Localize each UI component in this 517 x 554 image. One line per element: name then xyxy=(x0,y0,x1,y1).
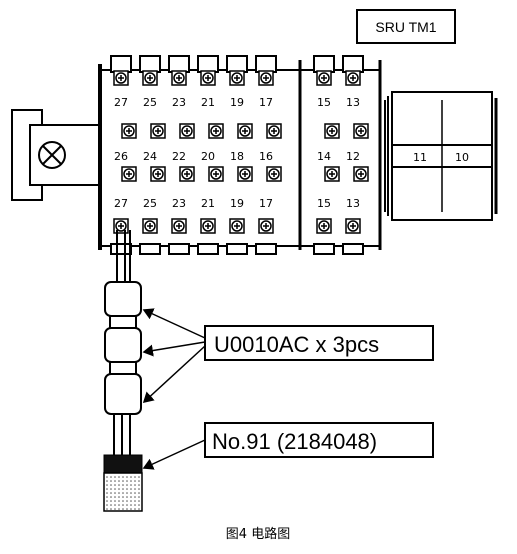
terminal-label: 17 xyxy=(259,197,273,210)
screw-terminal-icon[interactable] xyxy=(324,166,340,182)
screw-terminal-icon[interactable] xyxy=(200,218,216,234)
terminal-label: 22 xyxy=(172,150,186,163)
terminal-label: 24 xyxy=(143,150,157,163)
connector-2 xyxy=(104,327,142,363)
title-box-label: SRU TM1 xyxy=(375,19,436,35)
screw-terminal-icon[interactable] xyxy=(237,123,253,139)
terminal-label: 27 xyxy=(114,197,128,210)
screw-terminal-icon[interactable] xyxy=(113,70,129,86)
screw-terminal-icon[interactable] xyxy=(150,166,166,182)
lamp-icon xyxy=(38,141,66,169)
terminal-label: 26 xyxy=(114,150,128,163)
screw-terminal-icon[interactable] xyxy=(200,70,216,86)
connector-callout-label: U0010AC x 3pcs xyxy=(214,332,379,357)
terminal-label-11: 11 xyxy=(413,151,427,164)
screw-terminal-icon[interactable] xyxy=(229,218,245,234)
screw-terminal-icon[interactable] xyxy=(208,123,224,139)
connector-callout-box xyxy=(204,325,434,361)
terminal-label-10: 10 xyxy=(455,151,469,164)
screw-terminal-icon[interactable] xyxy=(258,218,274,234)
terminal-label: 17 xyxy=(259,96,273,109)
screw-terminal-icon[interactable] xyxy=(179,166,195,182)
terminal-label: 20 xyxy=(201,150,215,163)
terminal-label: 14 xyxy=(317,150,331,163)
terminal-label: 19 xyxy=(230,96,244,109)
right-block-ribs xyxy=(384,96,498,216)
terminal-label: 21 xyxy=(201,96,215,109)
screw-terminal-icon[interactable] xyxy=(179,123,195,139)
screw-terminal-icon[interactable] xyxy=(229,70,245,86)
cable-end-texture xyxy=(106,476,140,510)
cable-assembly xyxy=(103,230,143,512)
connector-3 xyxy=(104,373,142,415)
screw-terminal-icon[interactable] xyxy=(171,70,187,86)
terminal-label: 27 xyxy=(114,96,128,109)
terminal-label: 16 xyxy=(259,150,273,163)
terminal-labels: 27 25 23 21 19 17 15 13 26 24 22 20 18 16 14 12 27 25 23 21… xyxy=(114,96,360,210)
screw-terminal-icon[interactable] xyxy=(113,218,129,234)
terminal-label: 25 xyxy=(143,96,157,109)
screw-terminal-icon[interactable] xyxy=(142,70,158,86)
screw-terminal-icon[interactable] xyxy=(121,166,137,182)
screw-terminal-icon[interactable] xyxy=(345,218,361,234)
screw-terminal-icon[interactable] xyxy=(150,123,166,139)
screw-terminal-icon[interactable] xyxy=(345,70,361,86)
part-callout-box xyxy=(204,422,434,458)
terminal-label: 25 xyxy=(143,197,157,210)
terminal-label: 23 xyxy=(172,197,186,210)
terminal-block-middle xyxy=(299,69,381,247)
title-box xyxy=(356,9,456,44)
screw-terminal-icon[interactable] xyxy=(142,218,158,234)
screw-terminal-icon[interactable] xyxy=(353,123,369,139)
screw-terminal-icon[interactable] xyxy=(353,166,369,182)
screw-terminal-icon[interactable] xyxy=(266,123,282,139)
part-callout-label: No.91 (2184048) xyxy=(212,429,377,454)
terminal-label: 21 xyxy=(201,197,215,210)
terminal-label: 13 xyxy=(346,197,360,210)
screw-terminal-icon[interactable] xyxy=(316,70,332,86)
screw-terminal-icon[interactable] xyxy=(171,218,187,234)
terminal-label: 13 xyxy=(346,96,360,109)
screw-terminal-icon[interactable] xyxy=(258,70,274,86)
terminal-label: 15 xyxy=(317,197,331,210)
cable-sleeve xyxy=(103,454,143,474)
figure-caption: 图4 电路图 xyxy=(226,526,290,542)
screw-terminal-icon[interactable] xyxy=(208,166,224,182)
terminal-label: 15 xyxy=(317,96,331,109)
connector-1 xyxy=(104,281,142,317)
terminal-label: 12 xyxy=(346,150,360,163)
terminal-label: 18 xyxy=(230,150,244,163)
screw-terminal-icon[interactable] xyxy=(121,123,137,139)
terminal-label: 19 xyxy=(230,197,244,210)
terminal-label: 23 xyxy=(172,96,186,109)
screw-terminal-icon[interactable] xyxy=(266,166,282,182)
screw-terminal-icon[interactable] xyxy=(324,123,340,139)
leader-lines xyxy=(142,308,206,470)
screw-terminal-icon[interactable] xyxy=(316,218,332,234)
comb-fingers xyxy=(98,55,364,255)
screw-terminal-icon[interactable] xyxy=(237,166,253,182)
